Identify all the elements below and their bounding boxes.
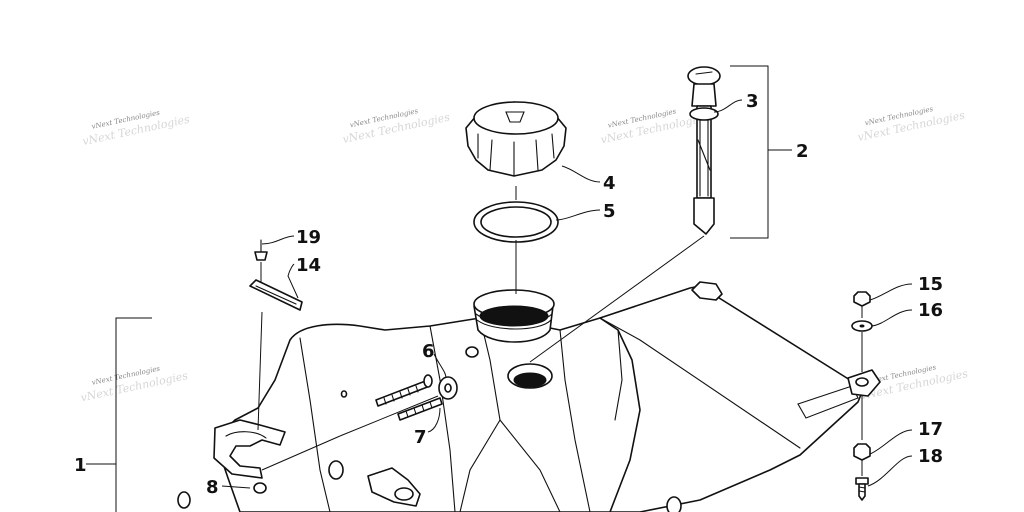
callout-16: 16 bbox=[918, 300, 943, 321]
boss bbox=[465, 346, 479, 358]
callout-4: 4 bbox=[603, 173, 616, 194]
center-lines bbox=[257, 186, 863, 476]
callout-15: 15 bbox=[918, 274, 943, 295]
callout-1: 1 bbox=[74, 455, 87, 476]
screw bbox=[855, 477, 869, 501]
bracket-1 bbox=[115, 317, 152, 512]
callout-6: 6 bbox=[422, 341, 435, 362]
sender-port bbox=[507, 363, 553, 389]
watermark-4: vNext Technologies vNext Technologies bbox=[856, 105, 966, 144]
watermark-3: vNext Technologies vNext Technologies bbox=[599, 107, 709, 146]
callout-7: 7 bbox=[414, 427, 427, 448]
nut-upper bbox=[853, 291, 871, 307]
gasket bbox=[473, 201, 559, 243]
callout-19: 19 bbox=[296, 227, 321, 248]
small-bushing bbox=[177, 482, 267, 509]
strap bbox=[249, 279, 303, 311]
watermark-5: vNext Technologies vNext Technologies bbox=[79, 364, 189, 404]
washer-right bbox=[851, 320, 873, 332]
filler-neck bbox=[473, 289, 555, 343]
callout-14: 14 bbox=[296, 255, 321, 276]
fuel-tank bbox=[213, 281, 881, 512]
callout-17: 17 bbox=[918, 419, 943, 440]
watermark-2: vNext Technologies vNext Technologies bbox=[341, 107, 451, 146]
callout-3: 3 bbox=[746, 91, 759, 112]
bolt-upper bbox=[375, 374, 433, 407]
rivet bbox=[254, 239, 268, 261]
watermark-1: vNext Technologies vNext Technologies bbox=[81, 109, 191, 149]
fuel-gauge bbox=[687, 66, 721, 235]
callout-5: 5 bbox=[603, 201, 616, 222]
mounting-tab bbox=[691, 281, 723, 301]
boss bbox=[328, 460, 344, 480]
leader-lines bbox=[86, 99, 913, 489]
nut-lower bbox=[853, 443, 871, 461]
callout-8: 8 bbox=[206, 477, 219, 498]
bracket-2 bbox=[730, 65, 769, 239]
fuel-cap bbox=[465, 101, 567, 177]
callout-2: 2 bbox=[796, 141, 809, 162]
boss bbox=[666, 496, 682, 512]
boss bbox=[340, 390, 348, 398]
callout-18: 18 bbox=[918, 446, 943, 467]
callout-labels: 1 2 3 4 5 6 7 8 14 15 16 17 18 19 bbox=[74, 91, 943, 498]
washer bbox=[438, 376, 458, 400]
mount-hole bbox=[855, 377, 869, 387]
bolt-lower bbox=[397, 397, 443, 421]
